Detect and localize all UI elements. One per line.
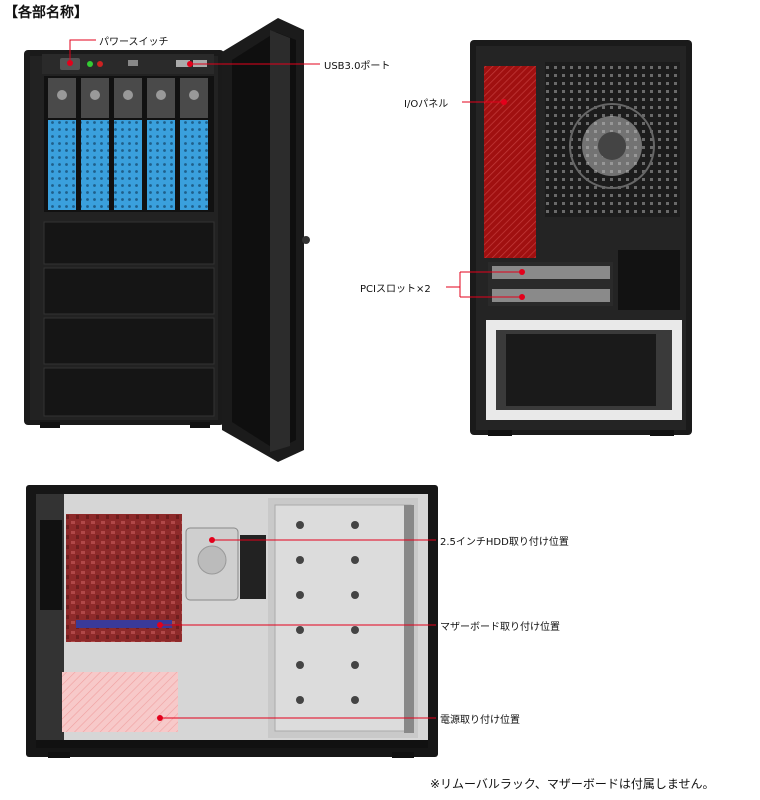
callout-lines (67, 39, 525, 721)
front-case (24, 50, 224, 428)
hdd-mount-label: 2.5インチHDD取り付け位置 (440, 537, 569, 548)
interior-case (26, 485, 438, 758)
footnote: ※リムーバルラック、マザーボードは付属しません。 (430, 777, 715, 791)
usb-port (176, 60, 190, 67)
motherboard-mount-label: マザーボード取り付け位置 (440, 622, 560, 633)
rear-case (470, 40, 692, 436)
io-panel-area (484, 66, 536, 258)
usb-port-label: USB3.0ポート (324, 61, 391, 72)
section-title: 【各部名称】 (4, 5, 88, 21)
psu-area (62, 672, 178, 732)
psu-mount-label: 電源取り付け位置 (440, 715, 520, 726)
io-panel-label: I/Oパネル (404, 99, 449, 110)
front-door (222, 18, 310, 462)
pci-slot-label: PCIスロット×2 (360, 284, 431, 295)
power-switch-label: パワースイッチ (99, 37, 169, 48)
hot-swap-bays (44, 76, 214, 212)
pci-slot-2 (492, 289, 610, 302)
